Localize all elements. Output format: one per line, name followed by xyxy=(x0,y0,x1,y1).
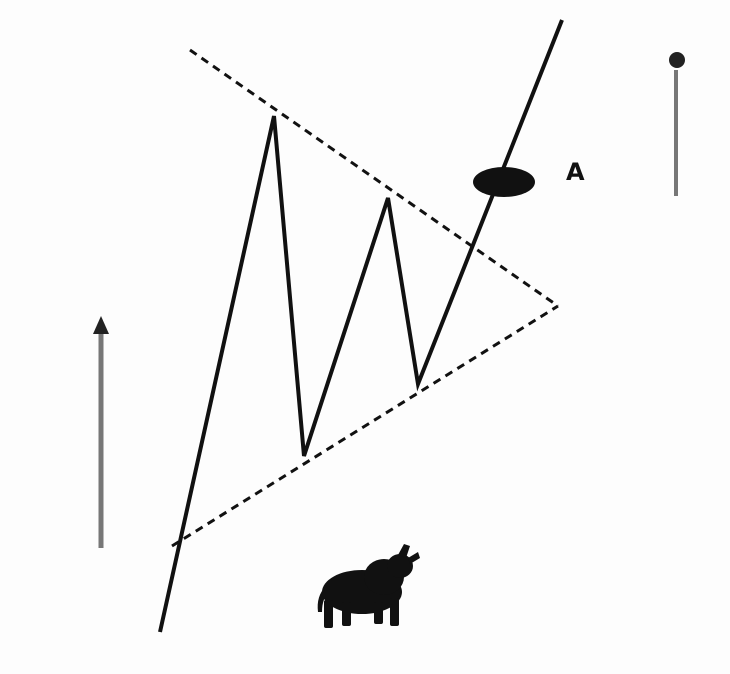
breakout-marker xyxy=(473,167,535,197)
marker-label-a: A xyxy=(566,158,585,186)
price-path xyxy=(160,20,562,632)
lower-trendline xyxy=(172,306,558,546)
right-up-arrow-icon xyxy=(669,52,685,196)
bull-icon xyxy=(318,544,420,628)
left-up-arrow-icon xyxy=(93,316,109,548)
